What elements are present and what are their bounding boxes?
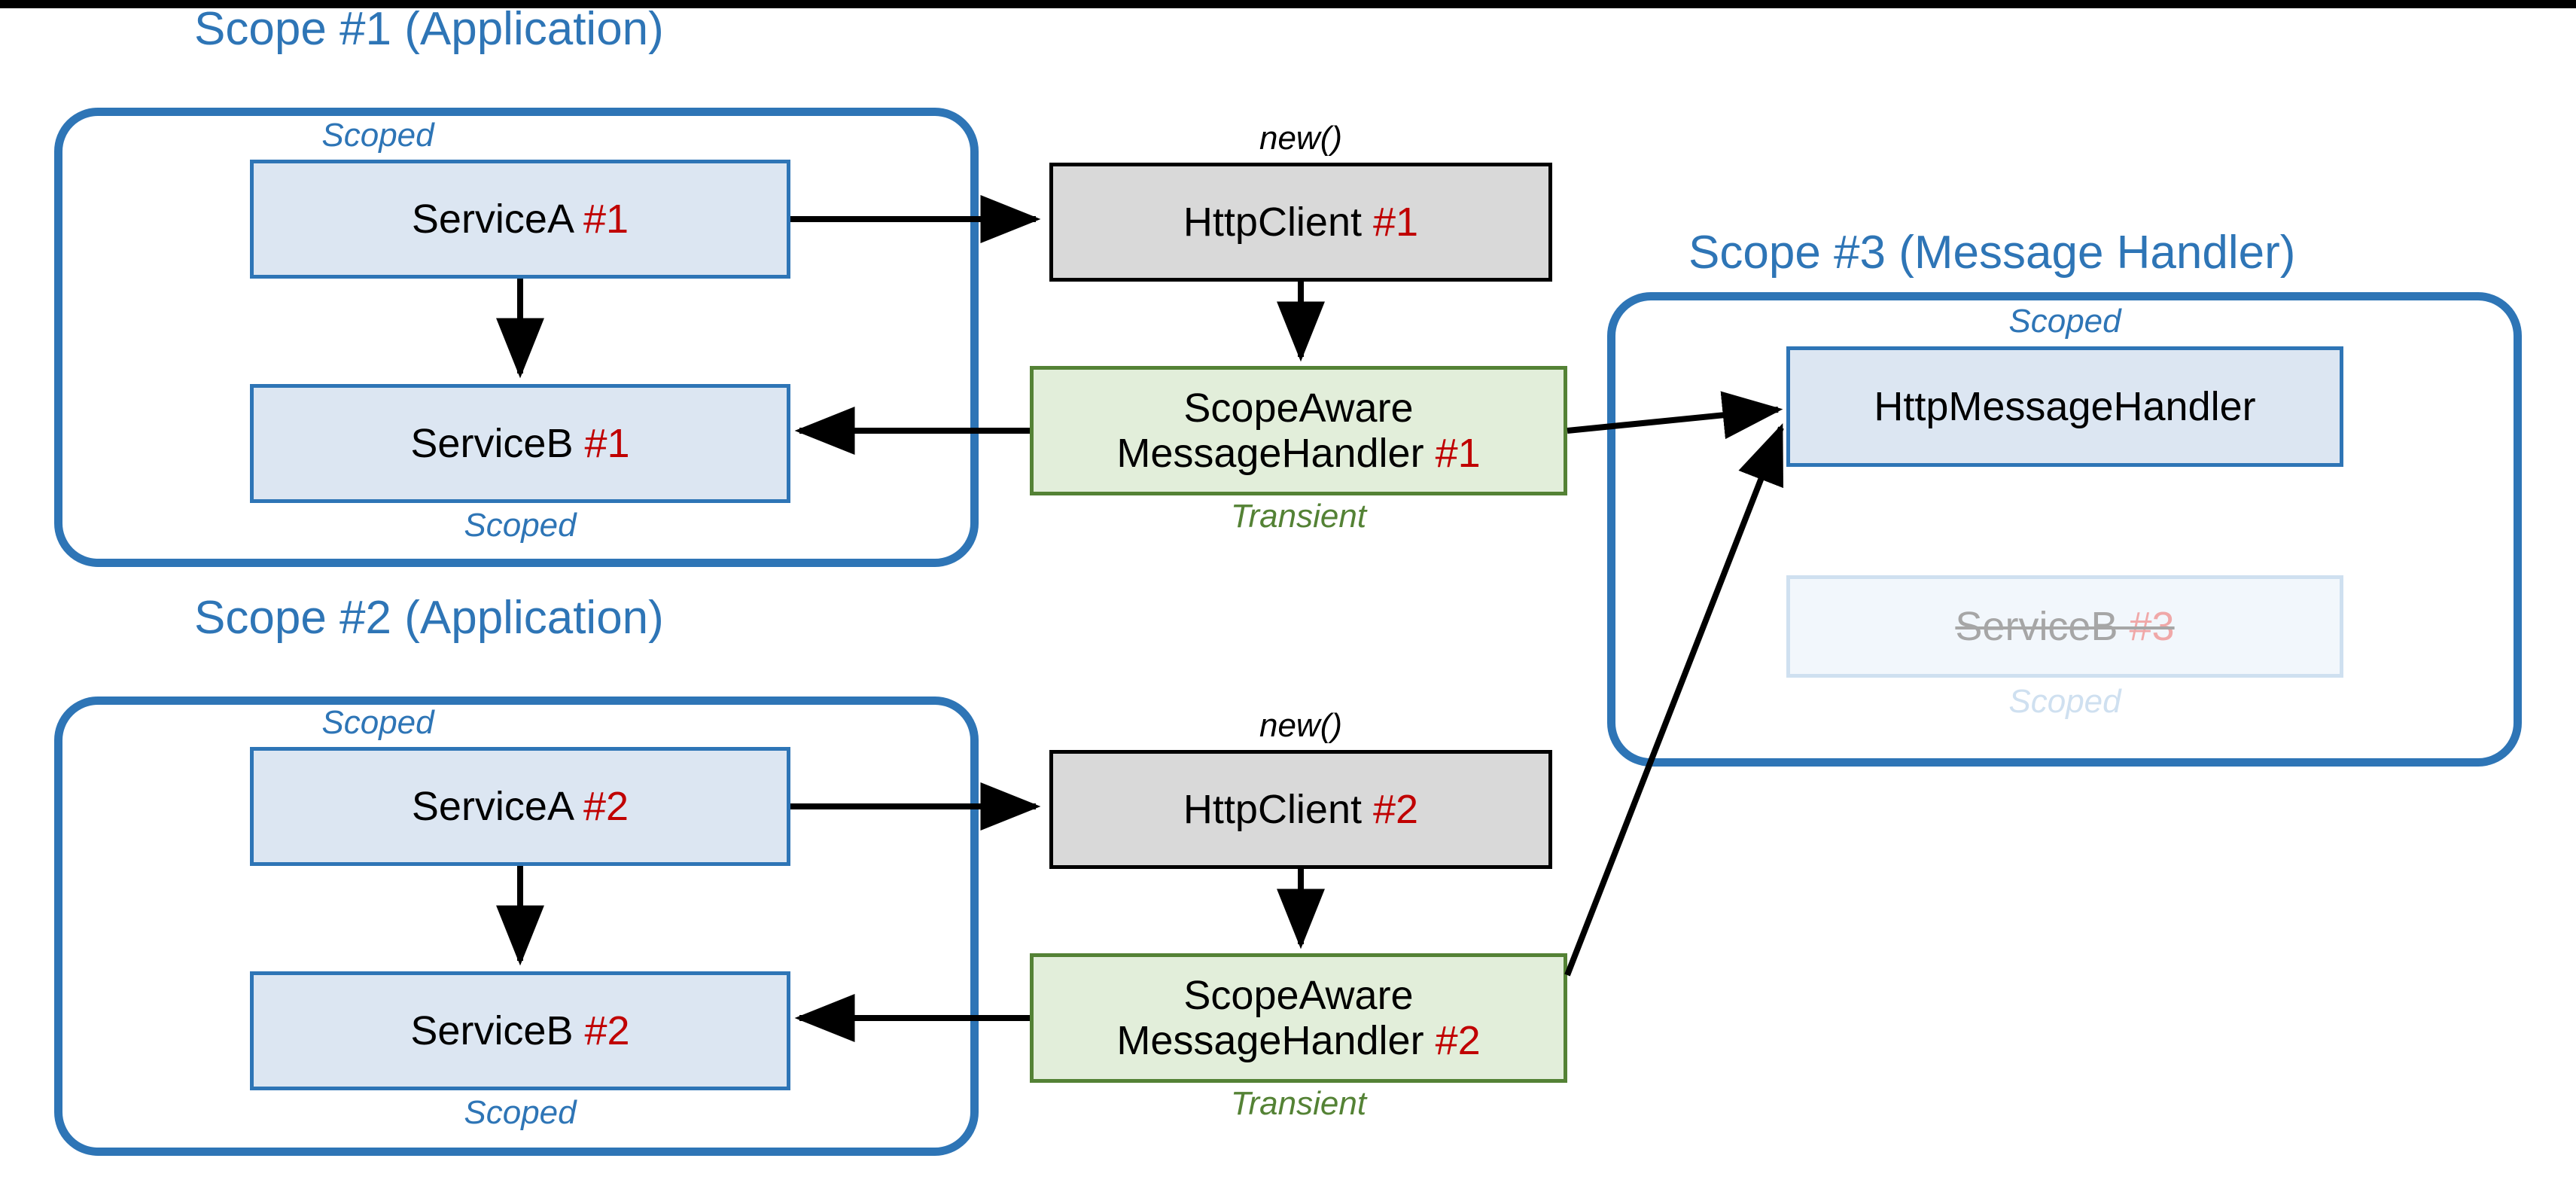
scope-1-title: Scope #1 (Application) [194,3,664,55]
httpclient-1-lifetime: new() [1259,120,1343,157]
node-serviceb-2[interactable]: ServiceB #2 [250,971,790,1090]
node-httpclient-1-num: #1 [1373,199,1419,245]
top-black-bar [0,0,2576,8]
node-httpclient-2-name: HttpClient [1183,786,1362,832]
node-servicea-1-num: #1 [583,196,629,242]
node-servicea-2-label: ServiceA #2 [412,784,629,829]
node-servicea-1-label: ServiceA #1 [412,197,629,242]
node-serviceb-2-num: #2 [584,1007,630,1053]
scopeaware-handler-1-lifetime: Transient [1230,498,1367,535]
node-servicea-1[interactable]: ServiceA #1 [250,160,790,279]
node-httpclient-1[interactable]: HttpClient #1 [1049,163,1552,282]
node-scopeaware-handler-1-line2-text: MessageHandler [1116,431,1424,476]
node-httpclient-1-name: HttpClient [1183,199,1362,245]
node-scopeaware-handler-1[interactable]: ScopeAware MessageHandler #1 [1030,366,1567,495]
node-scopeaware-handler-1-num: #1 [1435,431,1481,476]
node-serviceb-1-name: ServiceB [410,420,574,466]
node-serviceb-3-num: #3 [2129,603,2175,649]
node-serviceb-3-label: ServiceB #3 [1955,604,2174,649]
node-serviceb-3[interactable]: ServiceB #3 [1786,575,2343,678]
node-httpmessagehandler[interactable]: HttpMessageHandler [1786,346,2343,467]
scope-2-title: Scope #2 (Application) [194,592,664,644]
node-httpmessagehandler-name: HttpMessageHandler [1874,383,2256,429]
httpclient-2-lifetime: new() [1259,707,1343,744]
node-servicea-1-name: ServiceA [411,196,572,242]
node-scopeaware-handler-1-line1: ScopeAware [1183,385,1414,431]
node-httpclient-2-label: HttpClient #2 [1183,787,1418,832]
node-httpclient-1-label: HttpClient #1 [1183,200,1418,245]
scope-3-title: Scope #3 (Message Handler) [1688,227,2296,279]
scopeaware-handler-2-lifetime: Transient [1230,1085,1367,1122]
node-serviceb-2-name: ServiceB [410,1007,574,1053]
scope-1-serviceb-lifetime: Scoped [464,507,577,544]
scope-2-serviceb-lifetime: Scoped [464,1094,577,1131]
node-scopeaware-handler-2[interactable]: ScopeAware MessageHandler #2 [1030,953,1567,1083]
scope-2-servicea-lifetime: Scoped [321,704,434,741]
node-servicea-2[interactable]: ServiceA #2 [250,747,790,866]
httpmessagehandler-lifetime: Scoped [2008,303,2121,340]
node-serviceb-2-label: ServiceB #2 [410,1008,629,1053]
node-serviceb-1[interactable]: ServiceB #1 [250,384,790,503]
node-servicea-2-num: #2 [583,783,629,829]
node-httpclient-2[interactable]: HttpClient #2 [1049,750,1552,869]
node-scopeaware-handler-2-num: #2 [1435,1018,1481,1063]
node-servicea-2-name: ServiceA [411,783,572,829]
scope-1-container [54,108,979,567]
node-serviceb-3-name: ServiceB [1955,603,2118,649]
node-scopeaware-handler-2-line2: MessageHandler #2 [1116,1018,1480,1063]
node-serviceb-1-label: ServiceB #1 [410,421,629,466]
scope-1-servicea-lifetime: Scoped [321,117,434,154]
node-scopeaware-handler-2-line1: ScopeAware [1183,972,1414,1018]
scope-3-serviceb-lifetime: Scoped [2008,683,2121,720]
node-scopeaware-handler-1-line2: MessageHandler #1 [1116,431,1480,476]
node-serviceb-1-num: #1 [584,420,630,466]
scope-2-container [54,697,979,1156]
node-scopeaware-handler-2-line2-text: MessageHandler [1116,1018,1424,1063]
node-httpclient-2-num: #2 [1373,786,1419,832]
